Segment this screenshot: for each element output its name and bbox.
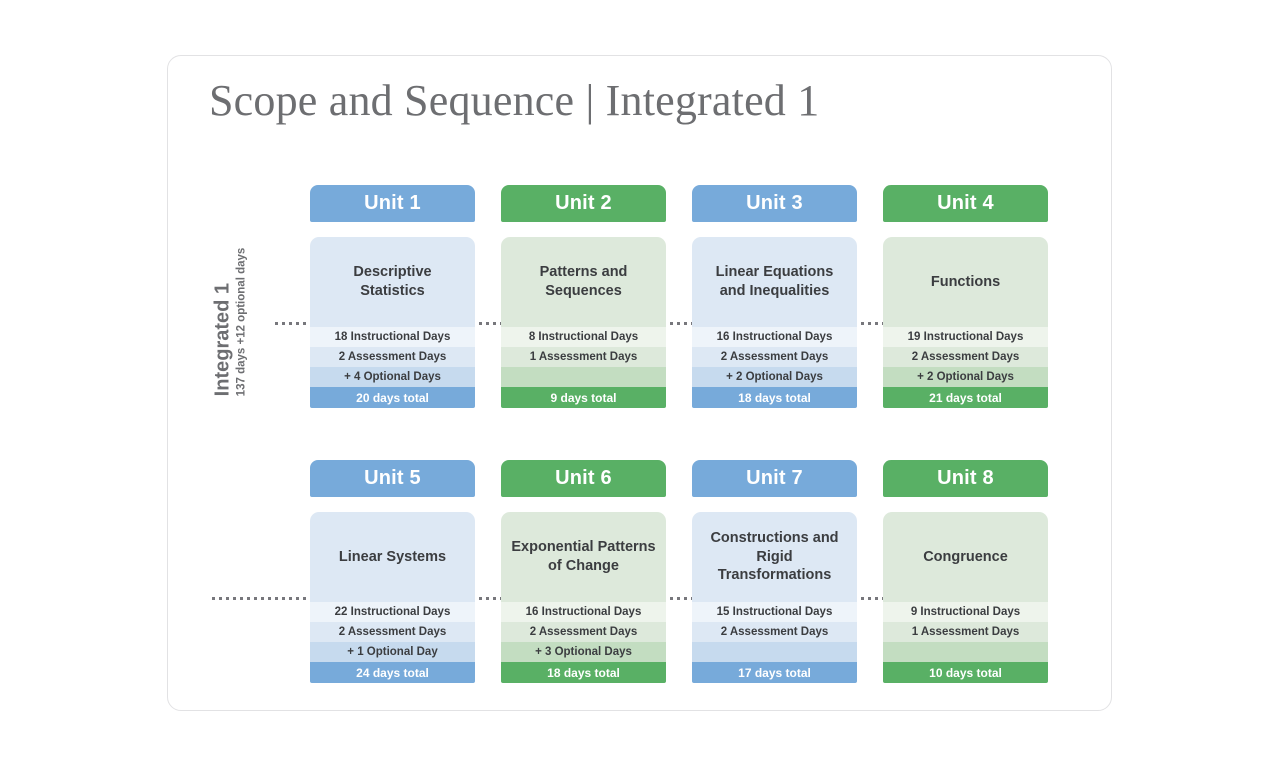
unit-header-4[interactable]: Unit 4 <box>883 185 1048 222</box>
unit-header-8[interactable]: Unit 8 <box>883 460 1048 497</box>
unit-card-7[interactable]: Constructions and Rigid Transformations … <box>692 512 857 683</box>
unit-optional-days-5: + 1 Optional Day <box>310 642 475 662</box>
axis-title: Integrated 1 <box>211 282 234 397</box>
unit-column-1: Unit 1 Descriptive Statistics 18 Instruc… <box>310 185 475 408</box>
unit-optional-days-4: + 2 Optional Days <box>883 367 1048 387</box>
unit-total-days-6: 18 days total <box>501 662 666 683</box>
connector-rail-row2-seg2 <box>663 597 695 600</box>
unit-card-8[interactable]: Congruence 9 Instructional Days 1 Assess… <box>883 512 1048 683</box>
unit-optional-days-3: + 2 Optional Days <box>692 367 857 387</box>
connector-rail-row1-seg3 <box>854 322 886 325</box>
unit-column-2: Unit 2 Patterns and Sequences 8 Instruct… <box>501 185 666 408</box>
unit-title-2: Patterns and Sequences <box>501 237 666 327</box>
unit-total-days-4: 21 days total <box>883 387 1048 408</box>
unit-header-2[interactable]: Unit 2 <box>501 185 666 222</box>
unit-card-2[interactable]: Patterns and Sequences 8 Instructional D… <box>501 237 666 408</box>
unit-column-3: Unit 3 Linear Equations and Inequalities… <box>692 185 857 408</box>
unit-instructional-days-5: 22 Instructional Days <box>310 602 475 622</box>
unit-card-6[interactable]: Exponential Patterns of Change 16 Instru… <box>501 512 666 683</box>
unit-optional-days-2 <box>501 367 666 387</box>
unit-instructional-days-3: 16 Instructional Days <box>692 327 857 347</box>
unit-assessment-days-5: 2 Assessment Days <box>310 622 475 642</box>
unit-instructional-days-4: 19 Instructional Days <box>883 327 1048 347</box>
unit-total-days-3: 18 days total <box>692 387 857 408</box>
unit-total-days-8: 10 days total <box>883 662 1048 683</box>
unit-title-4: Functions <box>883 237 1048 327</box>
course-axis-label: Integrated 1 137 days +12 optional days <box>201 237 261 407</box>
unit-assessment-days-1: 2 Assessment Days <box>310 347 475 367</box>
unit-card-4[interactable]: Functions 19 Instructional Days 2 Assess… <box>883 237 1048 408</box>
connector-rail-row1-left <box>275 322 313 325</box>
unit-assessment-days-3: 2 Assessment Days <box>692 347 857 367</box>
unit-assessment-days-2: 1 Assessment Days <box>501 347 666 367</box>
unit-header-6[interactable]: Unit 6 <box>501 460 666 497</box>
unit-column-8: Unit 8 Congruence 9 Instructional Days 1… <box>883 460 1048 683</box>
unit-instructional-days-7: 15 Instructional Days <box>692 602 857 622</box>
connector-rail-row1-seg1 <box>472 322 504 325</box>
connector-rail-row2-left <box>212 597 313 600</box>
unit-total-days-1: 20 days total <box>310 387 475 408</box>
page-title: Scope and Sequence | Integrated 1 <box>209 76 820 125</box>
unit-assessment-days-7: 2 Assessment Days <box>692 622 857 642</box>
unit-total-days-7: 17 days total <box>692 662 857 683</box>
connector-rail-row1-seg2 <box>663 322 695 325</box>
unit-column-4: Unit 4 Functions 19 Instructional Days 2… <box>883 185 1048 408</box>
unit-optional-days-8 <box>883 642 1048 662</box>
content-panel: Scope and Sequence | Integrated 1 Integr… <box>167 55 1112 711</box>
unit-instructional-days-8: 9 Instructional Days <box>883 602 1048 622</box>
unit-card-5[interactable]: Linear Systems 22 Instructional Days 2 A… <box>310 512 475 683</box>
unit-assessment-days-6: 2 Assessment Days <box>501 622 666 642</box>
unit-header-5[interactable]: Unit 5 <box>310 460 475 497</box>
unit-title-1: Descriptive Statistics <box>310 237 475 327</box>
unit-card-3[interactable]: Linear Equations and Inequalities 16 Ins… <box>692 237 857 408</box>
unit-column-6: Unit 6 Exponential Patterns of Change 16… <box>501 460 666 683</box>
connector-rail-row2-seg1 <box>472 597 504 600</box>
unit-assessment-days-8: 1 Assessment Days <box>883 622 1048 642</box>
unit-title-6: Exponential Patterns of Change <box>501 512 666 602</box>
unit-optional-days-1: + 4 Optional Days <box>310 367 475 387</box>
unit-assessment-days-4: 2 Assessment Days <box>883 347 1048 367</box>
unit-instructional-days-2: 8 Instructional Days <box>501 327 666 347</box>
unit-total-days-5: 24 days total <box>310 662 475 683</box>
unit-header-7[interactable]: Unit 7 <box>692 460 857 497</box>
unit-column-7: Unit 7 Constructions and Rigid Transform… <box>692 460 857 683</box>
unit-optional-days-7 <box>692 642 857 662</box>
unit-instructional-days-1: 18 Instructional Days <box>310 327 475 347</box>
unit-title-3: Linear Equations and Inequalities <box>692 237 857 327</box>
unit-title-7: Constructions and Rigid Transformations <box>692 512 857 602</box>
unit-header-3[interactable]: Unit 3 <box>692 185 857 222</box>
unit-total-days-2: 9 days total <box>501 387 666 408</box>
unit-title-5: Linear Systems <box>310 512 475 602</box>
connector-rail-row2-seg3 <box>854 597 886 600</box>
axis-subtitle: 137 days +12 optional days <box>235 247 248 397</box>
unit-optional-days-6: + 3 Optional Days <box>501 642 666 662</box>
unit-column-5: Unit 5 Linear Systems 22 Instructional D… <box>310 460 475 683</box>
unit-instructional-days-6: 16 Instructional Days <box>501 602 666 622</box>
unit-card-1[interactable]: Descriptive Statistics 18 Instructional … <box>310 237 475 408</box>
unit-title-8: Congruence <box>883 512 1048 602</box>
unit-header-1[interactable]: Unit 1 <box>310 185 475 222</box>
